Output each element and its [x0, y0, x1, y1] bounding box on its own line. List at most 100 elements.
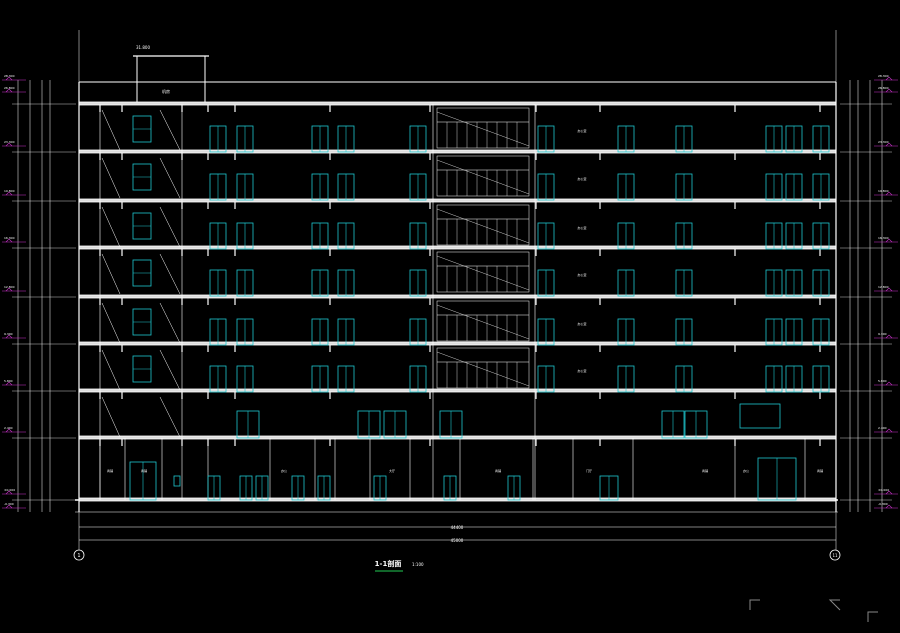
elev-triangle-left — [5, 504, 13, 509]
elev-triangle-right — [885, 504, 893, 509]
floor-slab — [78, 198, 837, 203]
floor-slab — [78, 497, 837, 502]
left-stair-slope — [101, 157, 121, 199]
elev-triangle-left — [5, 428, 13, 433]
small-window — [173, 475, 181, 487]
elevation-text-left: 23.300 — [4, 140, 15, 144]
ground-room-tag: 商铺 — [702, 468, 708, 473]
left-stair-slope-2 — [159, 109, 181, 151]
elevation-text-left: ±0.000 — [4, 488, 15, 492]
left-stair-slope-2 — [159, 396, 181, 438]
building-structure — [75, 55, 838, 513]
drawing-scale: 1:100 — [412, 562, 424, 567]
elev-triangle-left — [5, 191, 13, 196]
elev-triangle-right — [885, 76, 893, 81]
left-stair-slope — [101, 253, 121, 295]
dim-total-inner: 44400 — [451, 525, 464, 530]
floor-slab — [78, 101, 837, 106]
left-stair-slope — [101, 302, 121, 344]
stair-flight — [436, 155, 530, 197]
elevation-text-left: 19.800 — [4, 189, 15, 193]
elevation-text-left: 26.800 — [4, 86, 15, 90]
elevation-text-left: 5.800 — [4, 379, 13, 383]
level2-window-large — [739, 403, 781, 429]
axis-bubble-left — [73, 549, 85, 561]
elevation-text-right: 26.800 — [878, 86, 889, 90]
stair-slope — [436, 304, 530, 340]
stair-flight — [436, 107, 530, 149]
stairs — [101, 107, 530, 438]
left-stair-slope — [101, 396, 121, 438]
annotations: 办公室办公室办公室办公室办公室办公室商铺商铺办公大厅商铺门厅商铺办公商铺28.3… — [4, 74, 889, 506]
left-stair-slope-2 — [159, 206, 181, 248]
axis-label-right: 11 — [832, 553, 838, 558]
elev-triangle-right — [885, 428, 893, 433]
left-stair-slope — [101, 109, 121, 151]
ground-room-tag: 办公 — [743, 468, 749, 473]
elevation-text-right: 2.400 — [878, 426, 887, 430]
room-tag: 办公室 — [577, 128, 586, 133]
room-tag: 办公室 — [577, 368, 586, 373]
roof-elevation: 31.800 — [136, 45, 150, 50]
left-stair-slope-2 — [159, 349, 181, 391]
stair-slope — [436, 255, 530, 291]
floor-slab — [78, 341, 837, 346]
windows — [129, 115, 830, 501]
elev-triangle-left — [5, 381, 13, 386]
elev-triangle-right — [885, 142, 893, 147]
left-stair-slope-2 — [159, 253, 181, 295]
ground-room-tag: 商铺 — [817, 468, 823, 473]
dimension-lines — [2, 30, 898, 622]
left-stair-slope-2 — [159, 157, 181, 199]
elev-triangle-right — [885, 88, 893, 93]
viewport-corner — [828, 599, 841, 611]
elevation-text-right: -0.300 — [878, 502, 888, 506]
elev-triangle-right — [885, 334, 893, 339]
room-tag: 办公室 — [577, 225, 586, 230]
elevation-text-right: 9.300 — [878, 332, 887, 336]
elevation-text-left: 12.800 — [4, 285, 15, 289]
axis-label-left: 1 — [77, 553, 80, 559]
elev-triangle-left — [5, 88, 13, 93]
stair-flight — [436, 251, 530, 293]
elev-triangle-right — [885, 191, 893, 196]
ground-room-tag: 办公 — [281, 468, 287, 473]
floor-slab — [78, 435, 837, 440]
elev-triangle-right — [885, 490, 893, 495]
floor-slab — [78, 149, 837, 154]
floor-slab — [78, 245, 837, 250]
stair-flight — [436, 204, 530, 246]
floor-slab — [78, 294, 837, 299]
stair-flight — [436, 300, 530, 342]
room-tag: 办公室 — [577, 272, 586, 277]
elev-triangle-left — [5, 287, 13, 292]
elevation-text-right: 23.300 — [878, 140, 889, 144]
ground-room-tag: 商铺 — [141, 468, 147, 473]
elevation-text-right: 12.800 — [878, 285, 889, 289]
elev-triangle-right — [885, 287, 893, 292]
drawing-title: 1-1剖面 — [375, 559, 402, 568]
ground-room-tag: 商铺 — [495, 468, 501, 473]
elevation-text-right: 28.300 — [878, 74, 889, 78]
stair-slope — [436, 111, 530, 147]
room-tag: 办公室 — [577, 176, 586, 181]
elev-triangle-right — [885, 238, 893, 243]
elevation-text-right: 5.800 — [878, 379, 887, 383]
elevation-text-right: ±0.000 — [878, 488, 889, 492]
elevation-text-right: 19.800 — [878, 189, 889, 193]
stair-flight — [436, 347, 530, 389]
ground-room-tag: 大厅 — [389, 468, 395, 473]
elevation-text-left: 16.300 — [4, 236, 15, 240]
elevation-text-left: 2.400 — [4, 426, 13, 430]
elev-triangle-left — [5, 238, 13, 243]
elevation-text-left: 9.300 — [4, 332, 13, 336]
elevation-text-left: 28.300 — [4, 74, 15, 78]
elev-triangle-left — [5, 490, 13, 495]
ground-room-tag: 商铺 — [107, 468, 113, 473]
viewport-corner — [749, 599, 760, 610]
viewport-corner — [867, 611, 878, 622]
stair-slope — [436, 159, 530, 195]
left-stair-slope — [101, 349, 121, 391]
